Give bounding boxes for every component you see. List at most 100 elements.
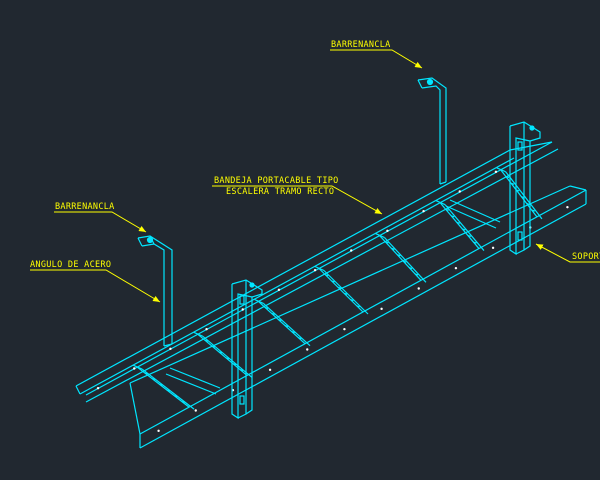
rung-line [384,237,427,283]
rung-notch [278,318,282,322]
rung-notch [204,339,209,342]
rung-line [193,331,204,337]
leader-angulo [30,269,161,303]
tray-geometry [75,77,587,449]
rung-line [258,300,306,345]
rung-notch [385,241,389,244]
label-bandeja-line2: ESCALERA TRAMO RECTO [226,187,334,197]
rung-line [500,169,538,218]
rail-bolt [277,288,281,292]
rail-bolt [313,268,317,272]
top-hanger [417,77,447,185]
rung-notch [462,228,466,231]
rung-notch [325,274,329,277]
annotations [30,49,600,303]
rung-line [263,302,311,347]
rung-line [496,167,506,173]
rung-line [439,202,480,249]
rung-notch [350,299,354,302]
rung-line [444,204,485,251]
rung-notch [166,389,171,392]
rail-bolt [241,308,244,311]
rung-notch [264,306,269,310]
ladder-rungs [133,167,543,410]
right-support [509,121,541,256]
rail-bolt [491,246,495,250]
rung-line [435,200,446,206]
splice-plates [165,199,501,395]
rung-notch [445,208,449,211]
rail-bolt [169,347,172,351]
rung-line [202,335,253,378]
rung-notch [456,221,460,224]
rung-line [254,298,264,304]
rung-notch [403,260,407,263]
rung-notch [151,378,156,381]
rail-bolt [350,249,353,252]
rung-notch [397,254,401,257]
rung-line [314,265,325,272]
rung-notch [211,345,216,348]
rung-notch [331,280,335,283]
rung-line [375,233,385,239]
rail-bolt [133,367,136,370]
label-barrenancla-left: BARRENANCLA [55,202,115,212]
rung-notch [505,175,510,179]
rung-notch [510,182,515,185]
rung-notch [473,241,477,244]
rung-notch [291,331,295,334]
rung-line [141,368,195,410]
rung-notch [414,273,419,276]
rail-bolt [494,170,498,174]
rung-line [379,235,422,281]
rung-notch [391,247,395,250]
rung-notch [408,266,413,270]
near-side-rail [129,185,587,449]
rung-notch [159,383,163,386]
rail-bolt [268,368,272,372]
rung-notch [451,215,455,218]
rail-bolt [458,190,461,193]
rung-notch [356,305,360,308]
rung-notch [174,395,178,398]
rung-notch [232,363,237,366]
rung-line [318,268,364,313]
rung-notch [467,234,472,238]
leader-barrenancla-left [54,211,147,233]
label-angulo: ANGULO DE ACERO [30,260,111,270]
rail-bolt [194,409,197,412]
far-side-rail [75,141,559,403]
leader-barrenancla-top [330,49,423,69]
label-bandeja-line1: BANDEJA PORTACABLE TIPO [214,176,339,186]
rail-bolt [205,327,208,331]
rung-notch [516,189,520,192]
rail-bolt [380,307,383,311]
rung-notch [531,209,535,212]
rung-notch [181,400,185,404]
rung-notch [298,337,302,340]
rung-notch [225,357,230,360]
rung-line [323,270,369,315]
rung-notch [343,292,348,295]
rail-bolt [306,348,309,351]
left-hanger [137,235,173,347]
label-soporte: SOPORT [572,252,600,262]
rail-bolt [157,429,160,433]
rail-bolts [96,170,569,433]
rail-bolt [386,229,389,233]
rung-line [133,364,143,370]
rung-notch [284,325,289,328]
rail-bolt [422,209,425,213]
rung-notch [239,368,244,372]
rung-notch [144,372,148,375]
rung-notch [271,312,275,316]
rung-notch [526,202,530,205]
rung-notch [218,351,223,354]
rail-bolt [417,287,420,290]
leader-bandeja [212,185,383,215]
leader-soporte [535,243,600,263]
rung-notch [337,286,342,289]
rail-bolt [343,327,346,331]
